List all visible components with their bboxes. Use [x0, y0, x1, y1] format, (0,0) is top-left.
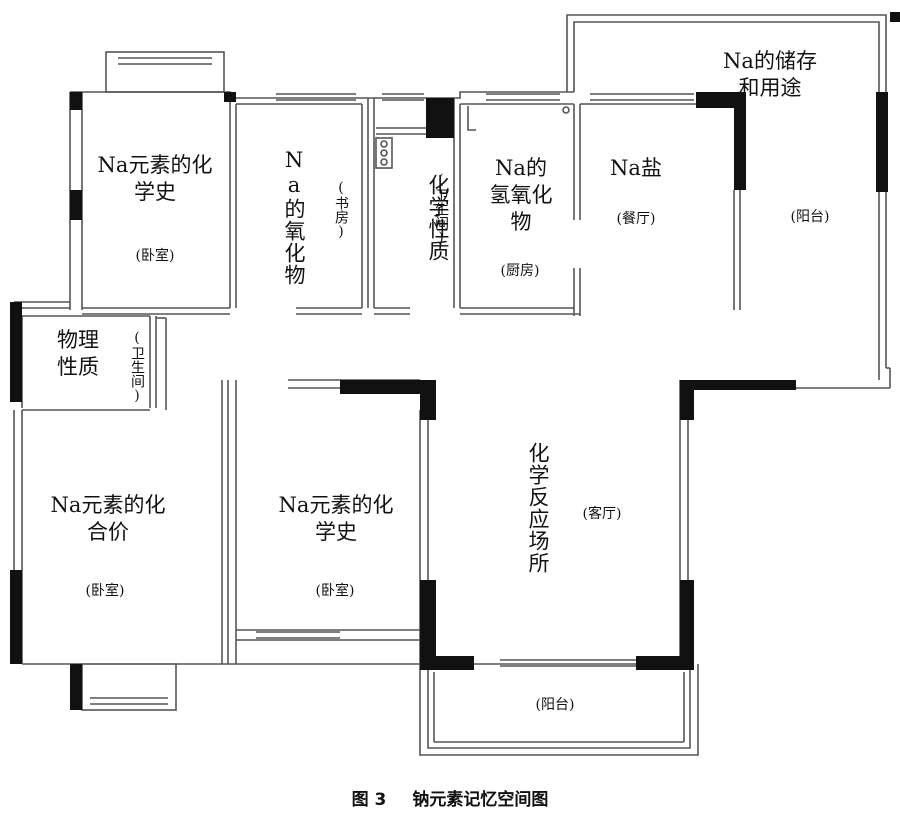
- figure-caption: 图 3 钠元素记忆空间图: [0, 785, 900, 810]
- caption-number: 图 3: [351, 790, 387, 810]
- bath-top-sub: (卫生间): [433, 172, 449, 246]
- floor-plan: [10, 12, 900, 756]
- balcony-top-sub: (阳台): [790, 209, 830, 225]
- bath-left-sub: (卫生间): [129, 330, 145, 404]
- living-title: 化学反应场所: [526, 442, 550, 574]
- thick-walls: [10, 12, 900, 710]
- outer-wall-top: [70, 91, 574, 99]
- bed-bottom-mid-sub: (卧室): [315, 583, 355, 599]
- stove-icon: [375, 137, 393, 169]
- bath-top-title: 化学性质: [426, 173, 450, 262]
- bed-top-left-title: Na元素的化学史: [97, 153, 213, 204]
- bed-bottom-left-title: Na元素的化合价: [50, 493, 166, 544]
- balcony-bottom-outline: [419, 664, 699, 756]
- dining-title: Na盐: [610, 156, 662, 180]
- study-title: Na的氧化物: [282, 148, 306, 286]
- dining-sub: (餐厅): [616, 211, 656, 227]
- study-sub: (书房): [333, 180, 349, 240]
- bed-bottom-mid-title: Na元素的化学史: [278, 493, 394, 544]
- balcony-top-title: Na的储存和用途: [723, 49, 817, 100]
- bed-bottom-left-sub: (卧室): [85, 583, 125, 599]
- bath-left-title: 物理性质: [57, 328, 99, 379]
- window-bay-bottom-left: [81, 663, 177, 711]
- balcony-bottom-sub: (阳台): [535, 697, 575, 713]
- living-sub: (客厅): [582, 506, 622, 522]
- kitchen-sub: (厨房): [500, 263, 540, 279]
- caption-text: 钠元素记忆空间图: [412, 790, 549, 810]
- bed-top-left-sub: (卧室): [135, 248, 175, 264]
- kitchen-title: Na的氢氧化物: [489, 156, 553, 234]
